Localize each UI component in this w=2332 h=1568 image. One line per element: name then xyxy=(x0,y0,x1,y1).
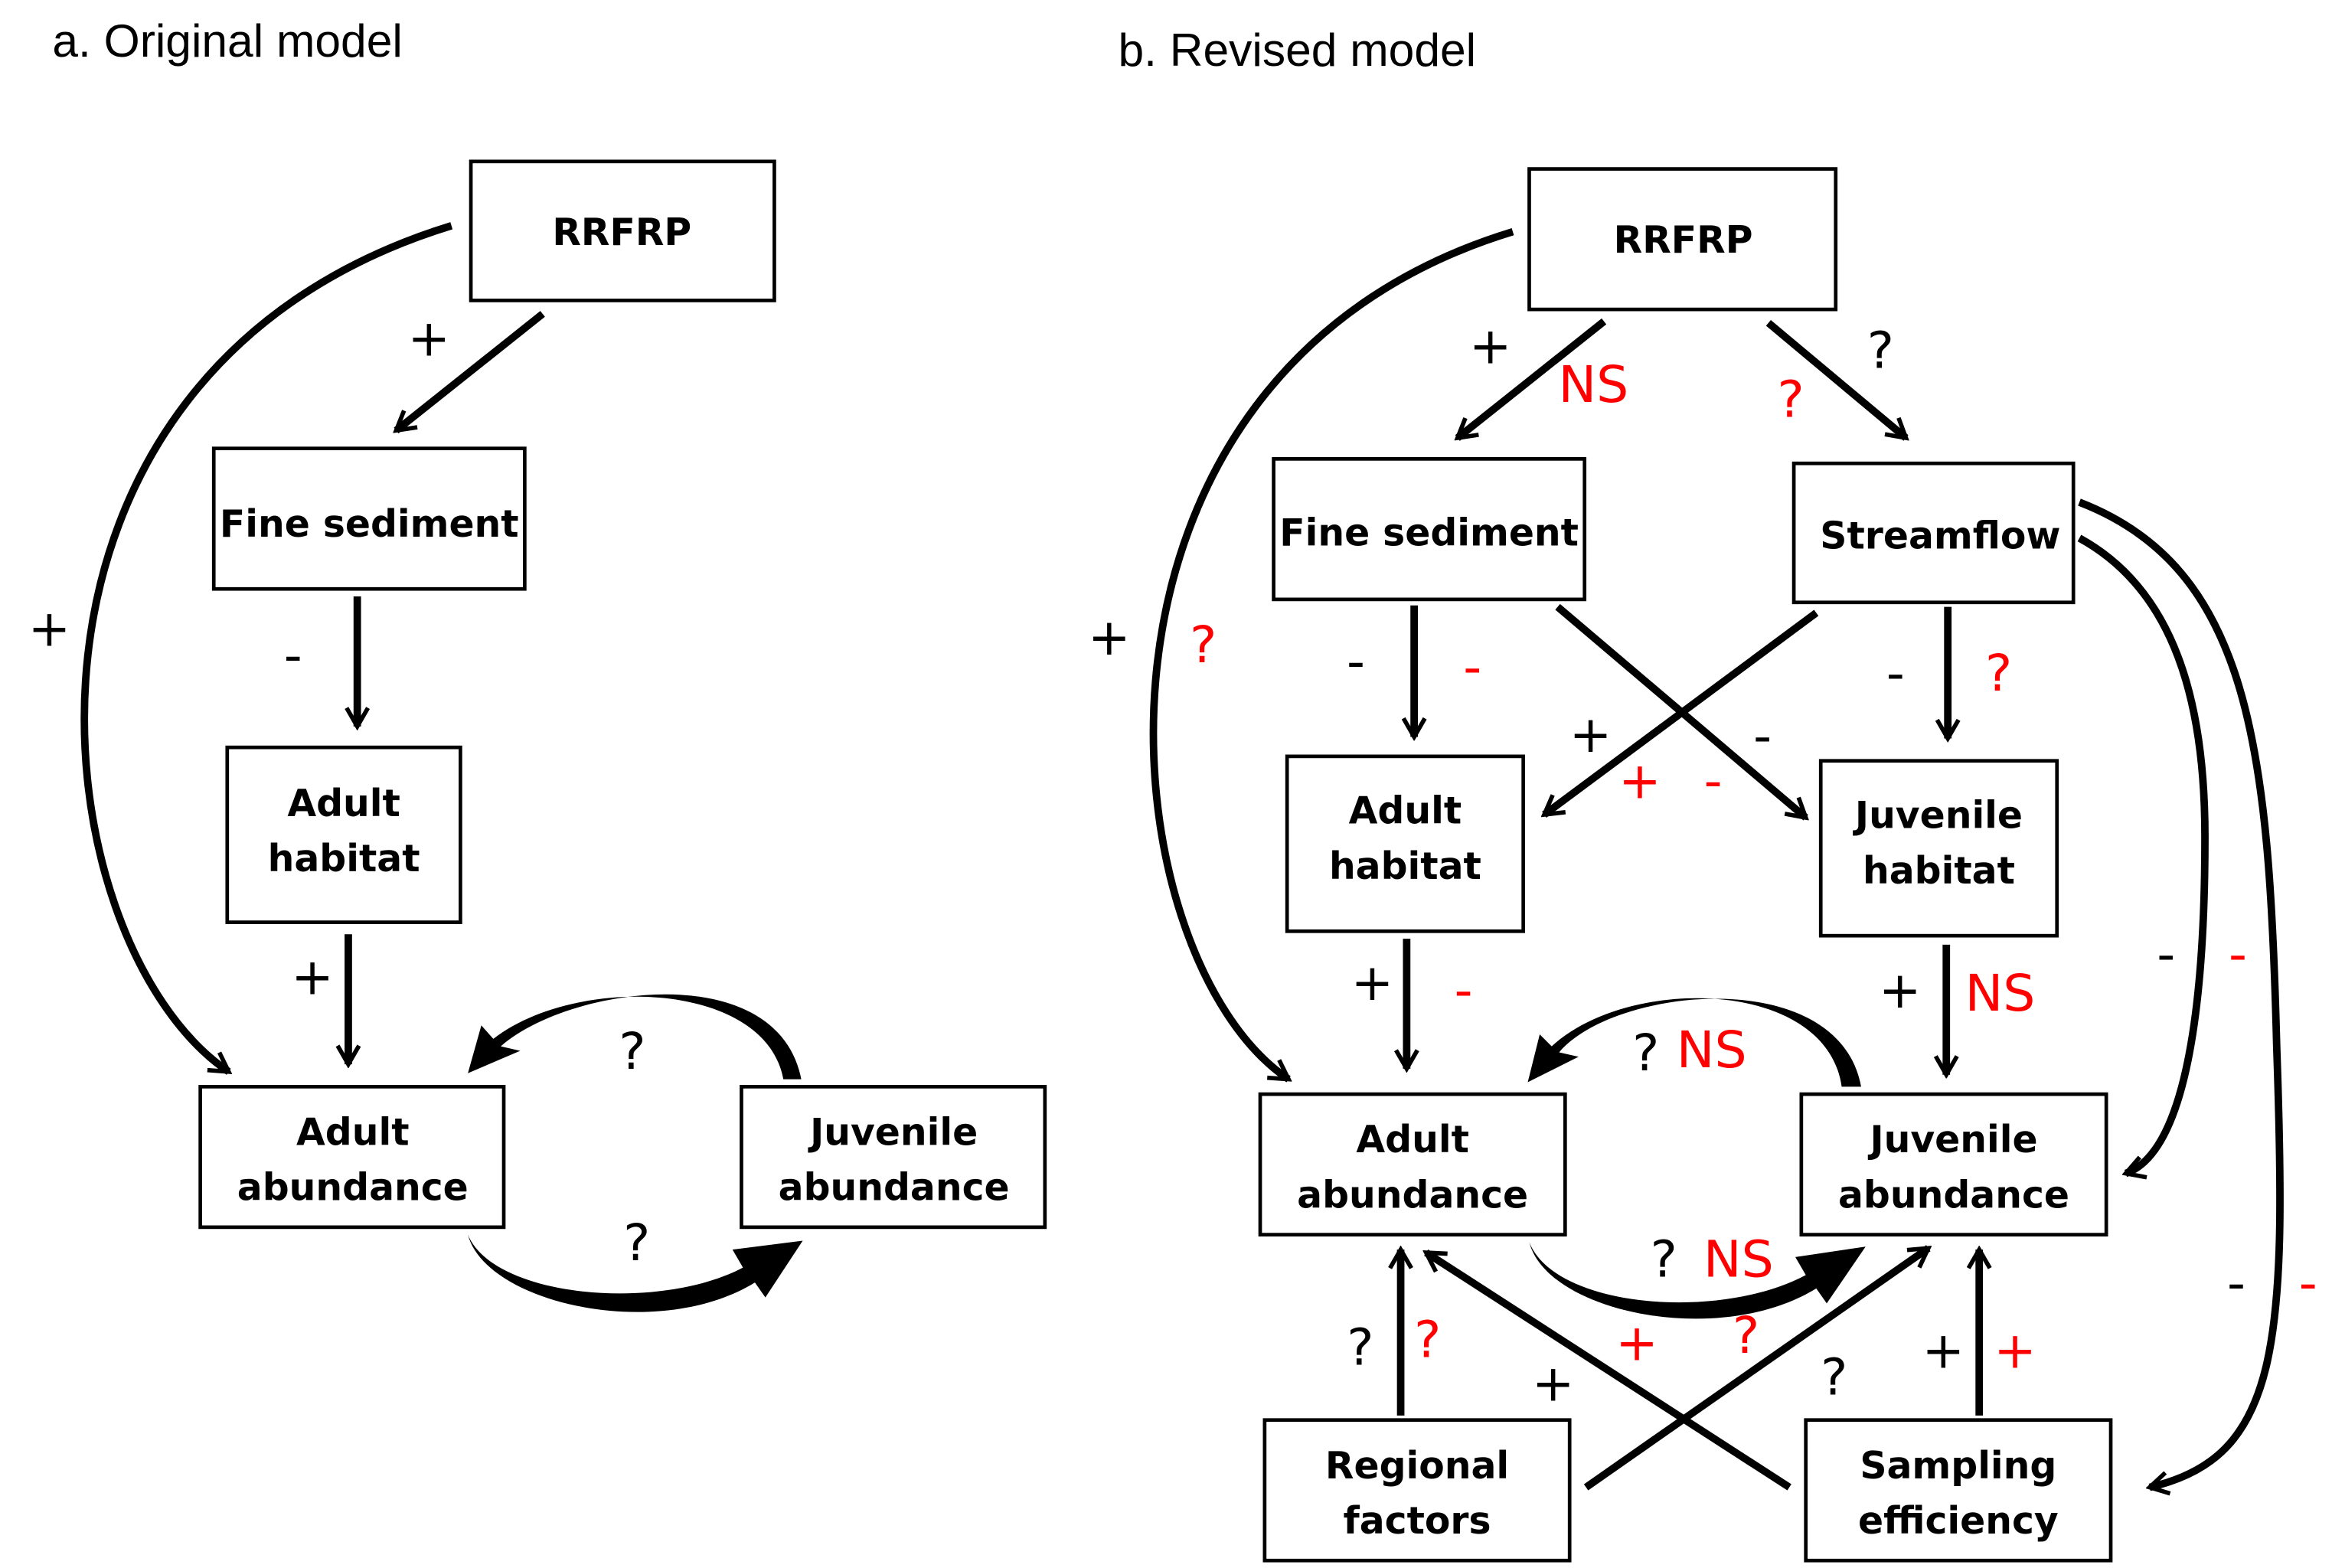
edge-label-a-5: ? xyxy=(623,1213,650,1272)
edge-label-b-8: + xyxy=(1569,704,1612,764)
node-b-fine-sediment: Fine sediment xyxy=(1272,457,1587,602)
node-b-adult-abundance-label-1: Adult xyxy=(1356,1118,1469,1161)
node-b-adult-abundance-label-2: abundance xyxy=(1297,1173,1528,1217)
node-b-juvenile-habitat-label-1: Juvenile xyxy=(1853,794,2023,838)
edge-a-adult-to-juvenile-abundance xyxy=(468,1234,803,1312)
edge-label-b-0: + xyxy=(1469,315,1512,375)
edge-b-rrfrp-to-fine-sediment xyxy=(1458,318,1607,441)
edge-label-b-15: - xyxy=(1455,960,1473,1020)
edge-label-b-4: + xyxy=(1088,607,1131,667)
node-b-sampling-efficiency-label-2: efficiency xyxy=(1858,1499,2059,1543)
edge-label-b-10: - xyxy=(1753,706,1772,766)
edge-label-b-14: + xyxy=(1351,952,1394,1012)
node-a-adult-abundance-label-1: Adult xyxy=(296,1110,410,1154)
node-a-adult-abundance: Adult abundance xyxy=(198,1085,506,1230)
edge-b-regional-factors-to-juvenile-abundance xyxy=(1583,1245,1929,1491)
node-b-adult-habitat: Adult habitat xyxy=(1285,754,1526,933)
node-b-juvenile-abundance-label-1: Juvenile xyxy=(1867,1118,2037,1161)
node-b-juvenile-abundance: Juvenile abundance xyxy=(1799,1092,2108,1236)
node-a-adult-abundance-label-2: abundance xyxy=(237,1166,469,1210)
node-b-juvenile-habitat: Juvenile habitat xyxy=(1818,759,2059,938)
node-b-sampling-efficiency-label-1: Sampling xyxy=(1860,1444,2056,1488)
node-a-adult-habitat-label-2: habitat xyxy=(268,837,420,880)
node-a-adult-habitat-label-1: Adult xyxy=(287,782,400,825)
edge-label-b-28: + xyxy=(1922,1320,1965,1380)
edge-label-b-7: - xyxy=(1463,637,1481,697)
edge-label-b-22: - xyxy=(2157,924,2175,984)
edge-label-b-6: - xyxy=(1347,631,1365,691)
node-b-sampling-efficiency: Sampling efficiency xyxy=(1804,1418,2113,1563)
edge-label-b-31: ? xyxy=(1821,1348,1847,1407)
edge-a-juvenile-to-adult-abundance xyxy=(468,994,802,1080)
node-b-regional-factors: Regional factors xyxy=(1262,1418,1572,1563)
edge-label-b-16: + xyxy=(1879,960,1922,1020)
edge-label-a-0: + xyxy=(408,309,451,368)
edge-b-streamflow-to-sampling-efficiency xyxy=(2078,498,2284,1488)
node-a-juvenile-abundance: Juvenile abundance xyxy=(740,1085,1047,1230)
node-a-fine-sediment-label: Fine sediment xyxy=(220,502,519,546)
panel-a-edges xyxy=(80,222,803,1312)
edge-b-sampling-efficiency-to-adult-abundance xyxy=(1426,1249,1791,1491)
node-b-streamflow: Streamflow xyxy=(1791,461,2076,605)
edge-label-b-3: ? xyxy=(1778,370,1805,430)
edge-label-b-29: + xyxy=(1994,1320,2036,1380)
node-a-fine-sediment: Fine sediment xyxy=(211,446,527,591)
edge-label-a-1: - xyxy=(284,626,302,685)
edge-label-b-26: ? xyxy=(1347,1317,1373,1377)
edge-label-b-32: + xyxy=(1532,1353,1575,1413)
panel-b-nodes: RRFRP Fine sediment Streamflow Adult hab… xyxy=(1258,167,2113,1563)
edge-a-rrfrp-to-fine-sediment xyxy=(396,311,545,434)
node-a-juvenile-abundance-label-2: abundance xyxy=(779,1166,1010,1210)
node-a-juvenile-abundance-label-1: Juvenile xyxy=(808,1110,978,1154)
panel-b-title: b. Revised model xyxy=(1119,24,1477,76)
panel-b-edge-labels: +NS??+?--++---?+-+NS?NS?NS----??++??++ xyxy=(1088,315,2317,1413)
edge-label-b-19: NS xyxy=(1677,1020,1747,1080)
node-a-rrfrp: RRFRP xyxy=(469,159,776,302)
edge-b-rrfrp-to-adult-abundance xyxy=(1149,227,1514,1083)
edge-label-a-2: + xyxy=(28,598,71,658)
edge-label-b-18: ? xyxy=(1632,1023,1659,1083)
panel-a-title: a. Original model xyxy=(52,15,402,67)
node-b-juvenile-habitat-label-2: habitat xyxy=(1863,849,2015,893)
edge-a-rrfrp-to-adult-abundance xyxy=(80,222,453,1075)
edge-b-adult-to-juvenile-abundance xyxy=(1529,1242,1866,1319)
edge-label-b-25: - xyxy=(2299,1253,2317,1313)
node-b-streamflow-label: Streamflow xyxy=(1820,514,2060,558)
node-b-regional-factors-label-2: factors xyxy=(1344,1499,1491,1543)
panel-b-edges xyxy=(1149,227,2284,1491)
edge-label-b-20: ? xyxy=(1651,1229,1677,1289)
edge-label-b-2: ? xyxy=(1867,320,1894,380)
edge-label-b-5: ? xyxy=(1190,615,1217,675)
panel-a-edge-labels: + - + +?? xyxy=(28,309,651,1272)
edge-label-a-4: ? xyxy=(619,1021,645,1081)
edge-label-b-9: + xyxy=(1618,751,1661,811)
edge-label-a-3: + xyxy=(291,946,334,1006)
node-b-juvenile-abundance-label-2: abundance xyxy=(1838,1173,2069,1217)
node-b-adult-abundance: Adult abundance xyxy=(1258,1092,1567,1236)
node-b-adult-habitat-label-1: Adult xyxy=(1349,789,1462,833)
edge-label-b-21: NS xyxy=(1703,1229,1774,1289)
edge-label-b-17: NS xyxy=(1965,963,2036,1023)
edge-label-b-1: NS xyxy=(1559,354,1629,414)
edge-label-b-27: ? xyxy=(1414,1310,1441,1370)
node-a-rrfrp-label: RRFRP xyxy=(552,211,691,254)
edge-b-streamflow-to-adult-habitat xyxy=(1544,609,1819,818)
edge-label-b-11: - xyxy=(1704,751,1723,811)
edge-label-b-33: + xyxy=(1615,1313,1658,1373)
panel-a-nodes: RRFRP Fine sediment Adult habitat Adult … xyxy=(198,159,1047,1230)
edge-label-b-12: - xyxy=(1886,643,1905,703)
node-a-adult-habitat: Adult habitat xyxy=(225,745,462,924)
edge-label-b-23: - xyxy=(2229,924,2247,984)
edge-label-b-30: ? xyxy=(1733,1305,1759,1365)
edge-b-rrfrp-to-streamflow xyxy=(1765,319,1906,441)
node-b-rrfrp: RRFRP xyxy=(1527,167,1838,312)
node-b-adult-habitat-label-2: habitat xyxy=(1329,844,1481,888)
node-b-rrfrp-label: RRFRP xyxy=(1614,218,1753,262)
edge-label-b-24: - xyxy=(2227,1253,2245,1313)
node-b-regional-factors-label-1: Regional xyxy=(1325,1444,1509,1488)
edge-b-streamflow-to-juvenile-abundance xyxy=(2077,534,2209,1174)
edge-label-b-13: ? xyxy=(1985,643,2012,703)
node-b-fine-sediment-label: Fine sediment xyxy=(1279,511,1579,555)
